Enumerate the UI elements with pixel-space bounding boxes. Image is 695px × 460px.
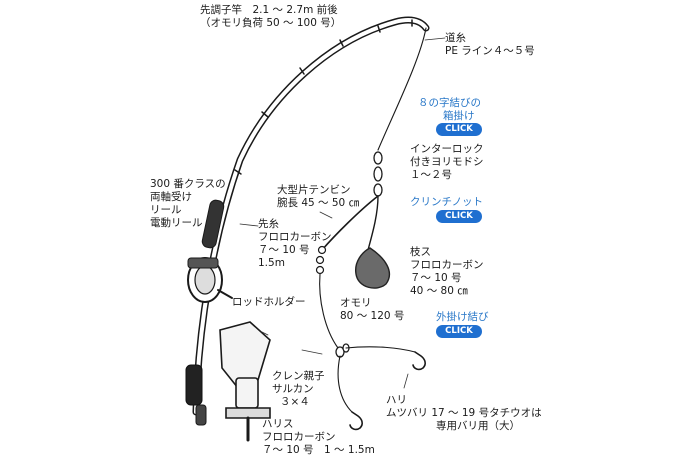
swivel-label: インターロック 付きヨリモドシ １～２号 <box>410 143 484 181</box>
branch-line <box>345 346 416 353</box>
leader-line <box>319 273 339 349</box>
rod-holder-label: ロッドホルダー <box>232 296 306 308</box>
sinker-label: オモリ 80 ～ 120 号 <box>340 297 405 322</box>
main-line <box>377 27 427 151</box>
rod-grip <box>185 364 203 406</box>
rod-holder-drawing <box>219 321 271 442</box>
crane-swivel-drawing <box>335 343 350 358</box>
hook-lower <box>349 411 363 431</box>
outer-knot-label[interactable]: 外掛け結び <box>436 311 489 323</box>
harisu-label: ハリス フロロカーボン ７～ 10 号 1 ～ 1.5m <box>262 418 375 456</box>
crane-swivel-label: クレン親子 サルカン ３×４ <box>272 370 325 408</box>
sinker-drawing <box>355 247 391 289</box>
clinch-knot-click-button[interactable]: CLICK <box>436 210 482 223</box>
branch-label: 枝ス フロロカーボン ７～ 10 号 40 ～ 80 ㎝ <box>410 246 484 297</box>
figure8-knot-click-button[interactable]: CLICK <box>436 123 482 136</box>
hook-label: ハリ ムツバリ 17 ～ 19 号タチウオは 専用バリ用（大） <box>386 394 542 432</box>
reel-drawing <box>187 257 233 303</box>
tenbin-label: 大型片テンビン 腕長 45 ～ 50 ㎝ <box>277 184 360 209</box>
clinch-knot-label[interactable]: クリンチノット <box>410 196 483 208</box>
figure8-knot-label[interactable]: ８の字結びの 箱掛け <box>418 97 481 122</box>
rod-label: 先調子竿 2.1 ～ 2.7m 前後 （オモリ負荷 50 ～ 100 号） <box>200 4 342 29</box>
tenbin-arm <box>321 195 379 251</box>
leader-label: 先糸 フロロカーボン ７～ 10 号 1.5m <box>258 218 332 269</box>
swivel-chain <box>373 151 383 197</box>
outer-knot-click-button[interactable]: CLICK <box>436 325 482 338</box>
hook-upper <box>412 351 426 371</box>
reel-label: 300 番クラスの 両軸受け リール 電動リール <box>150 178 226 229</box>
main-line-label: 道糸 PE ライン４～５号 <box>445 32 535 57</box>
rod-guides <box>234 19 413 175</box>
